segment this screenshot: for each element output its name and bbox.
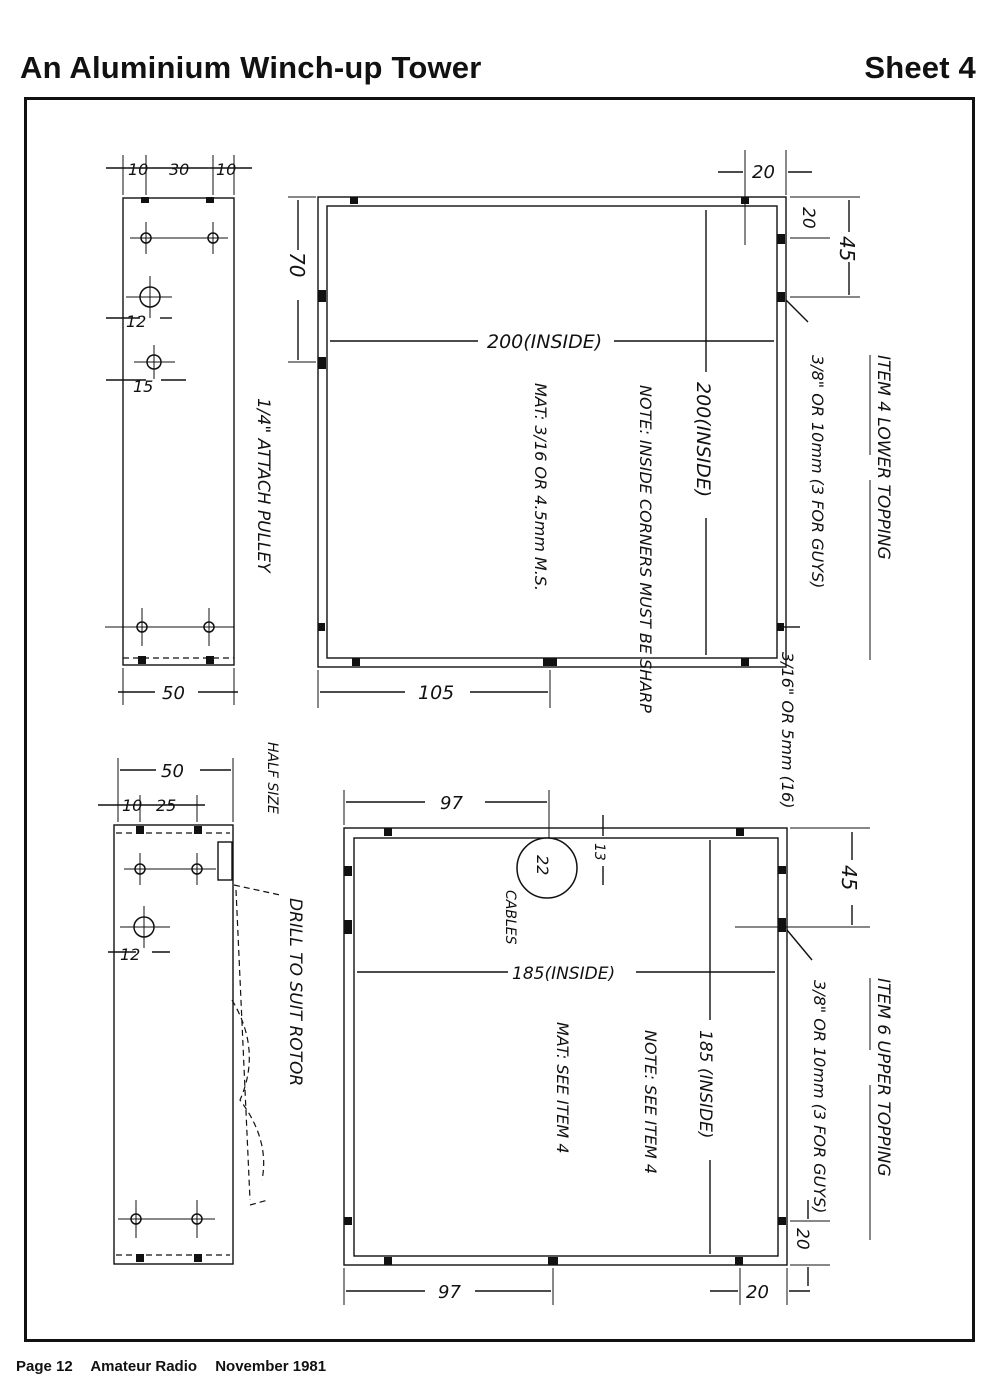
page-footer: Page 12 Amateur Radio November 1981 xyxy=(16,1358,340,1375)
dim-upper-width: 185(INSIDE) xyxy=(512,964,615,984)
dim-lower-side-25: 25 xyxy=(156,796,176,815)
dim-lower-height: 200(INSIDE) xyxy=(692,382,714,497)
drawing-frame xyxy=(24,97,975,1342)
dim-lower-side-12: 12 xyxy=(120,945,140,964)
dim-lower-width: 200(INSIDE) xyxy=(487,331,602,353)
side-view-upper: 10 30 10 12 15 50 1/4" ATTACH PULLEY xyxy=(105,155,273,705)
dim-bottom-50: 50 xyxy=(162,683,185,704)
upper-guy-note: 3/8" OR 10mm (3 FOR GUYS) xyxy=(810,980,829,1213)
lower-guy-note: 3/8" OR 10mm (3 FOR GUYS) xyxy=(808,355,827,588)
lower-small-hole-note: 3/16" OR 5mm (16) xyxy=(778,652,797,808)
footer-publication: Amateur Radio xyxy=(90,1358,198,1375)
dim-upper-97-bottom: 97 xyxy=(438,1282,461,1303)
sheet-number: Sheet 4 xyxy=(864,50,976,85)
upper-topping-plate: 22 CABLES 97 13 185(INSIDE) 185 (INSIDE)… xyxy=(343,790,893,1305)
dim-upper-20-side: 20 xyxy=(792,1228,812,1250)
footer-page: Page 12 xyxy=(16,1358,73,1375)
dim-lower-20-top: 20 xyxy=(752,162,775,183)
lower-topping-plate: 200(INSIDE) 200(INSIDE) 70 105 20 20 45 xyxy=(285,150,893,808)
page-title: An Aluminium Winch-up Tower xyxy=(20,50,482,85)
dim-top-10-b: 10 xyxy=(216,160,236,179)
lower-mat: MAT: 3/16 OR 4.5mm M.S. xyxy=(531,383,550,591)
side-view-lower: 50 10 25 12 DRILL TO SUIT ROTOR xyxy=(98,758,305,1265)
dim-lower-105: 105 xyxy=(418,682,454,704)
dim-hole-15: 15 xyxy=(133,377,153,396)
cables-label: CABLES xyxy=(502,890,518,945)
pulley-note: 1/4" ATTACH PULLEY xyxy=(253,398,273,574)
dim-top-10-a: 10 xyxy=(128,160,148,179)
dim-lower-45: 45 xyxy=(835,236,859,261)
lower-item-label: ITEM 4 LOWER TOPPING xyxy=(873,355,893,560)
dim-hole-12: 12 xyxy=(126,312,146,331)
dim-lower-20-side: 20 xyxy=(798,207,818,229)
footer-date: November 1981 xyxy=(215,1358,327,1375)
dim-lower-70: 70 xyxy=(285,252,309,277)
scale-note: HALF SIZE xyxy=(264,742,280,814)
dim-upper-20-bottom: 20 xyxy=(746,1282,769,1303)
upper-item-label: ITEM 6 UPPER TOPPING xyxy=(873,978,893,1177)
rotor-note: DRILL TO SUIT ROTOR xyxy=(285,898,305,1086)
dim-lower-side-10: 10 xyxy=(122,796,142,815)
dim-upper-45: 45 xyxy=(837,865,861,890)
lower-note: NOTE: INSIDE CORNERS MUST BE SHARP xyxy=(636,385,655,713)
upper-note: NOTE: SEE ITEM 4 xyxy=(641,1030,660,1174)
dim-upper-97-top: 97 xyxy=(440,793,463,814)
dim-upper-height: 185 (INSIDE) xyxy=(695,1030,715,1138)
dim-upper-13: 13 xyxy=(591,843,607,861)
dim-cable-22: 22 xyxy=(533,855,552,875)
dim-lower-side-50: 50 xyxy=(161,761,184,782)
dim-top-30: 30 xyxy=(169,160,189,179)
upper-mat: MAT: SEE ITEM 4 xyxy=(553,1022,572,1154)
